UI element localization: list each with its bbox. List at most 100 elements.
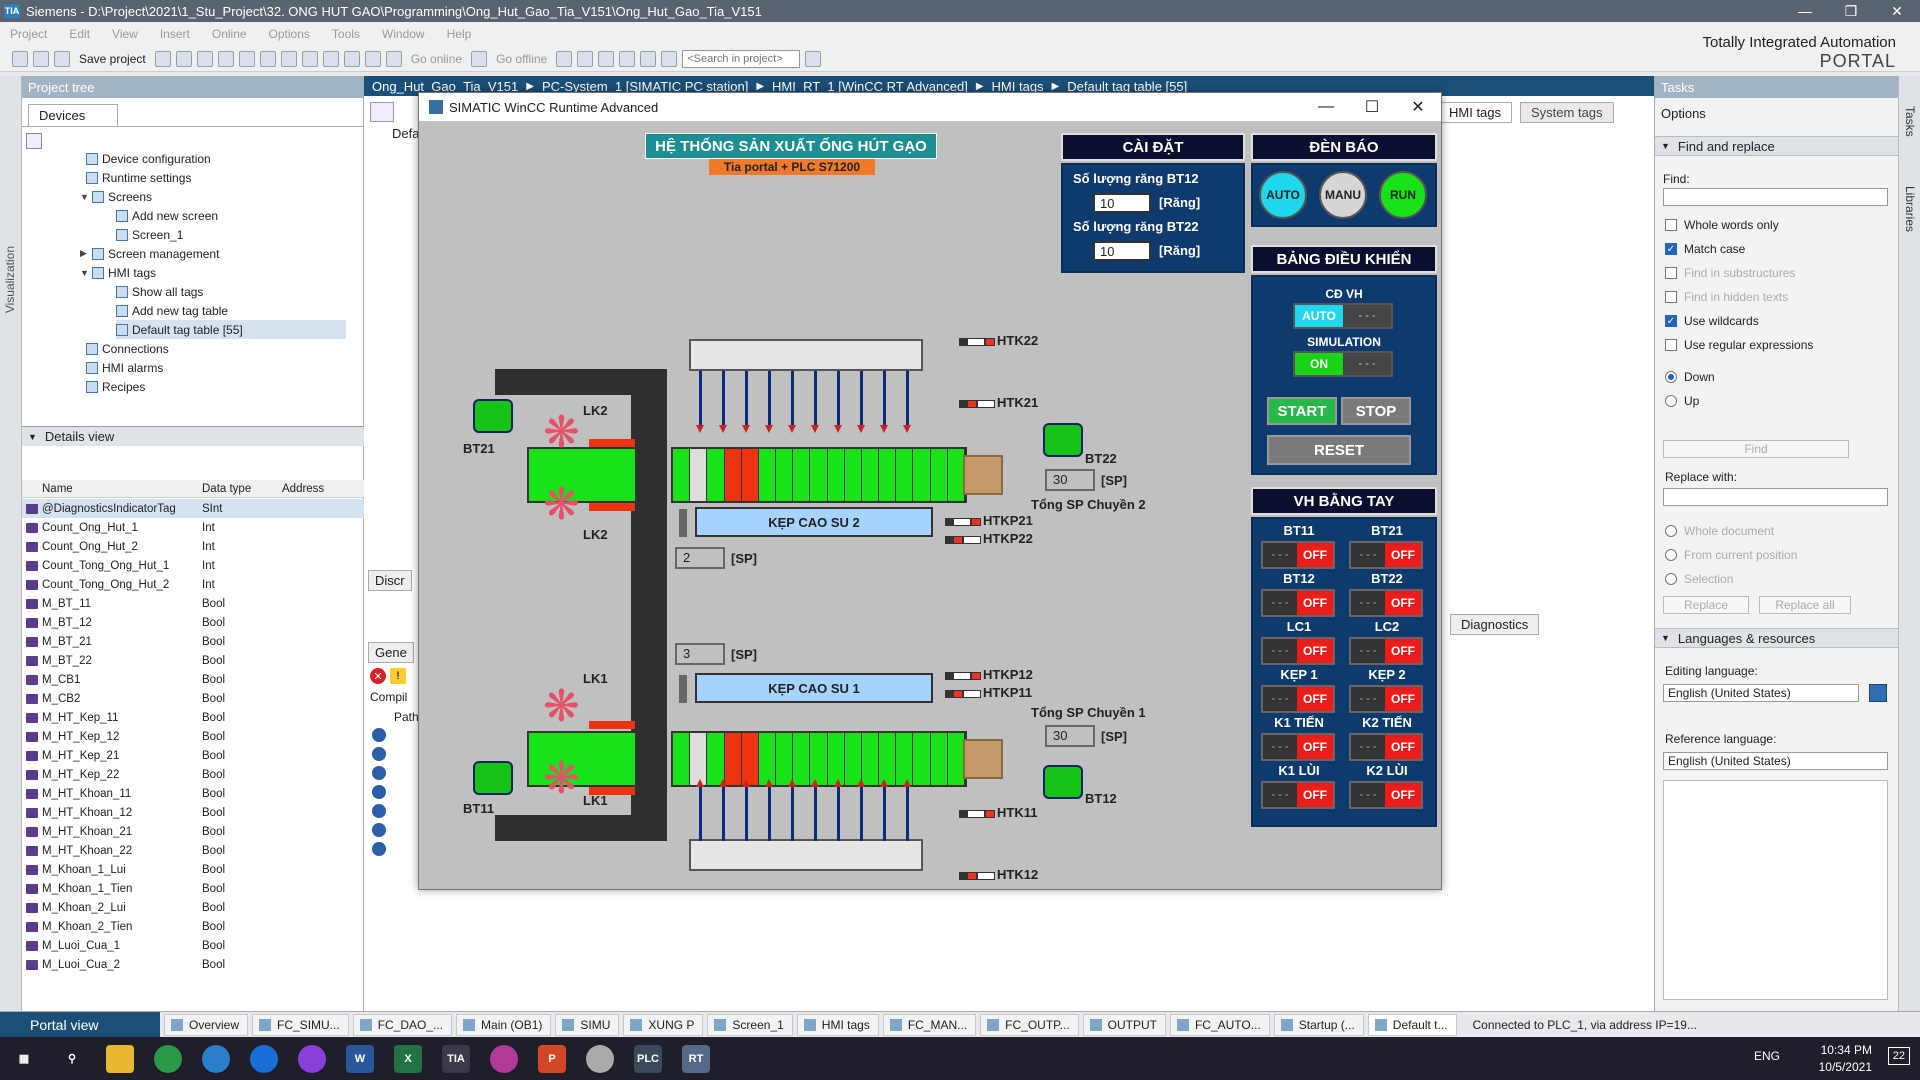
start-cpu-icon[interactable] (577, 50, 594, 67)
print-icon[interactable] (154, 50, 171, 67)
input-language[interactable]: ENG (1753, 1049, 1780, 1063)
close-window-button[interactable]: ✕ (1891, 2, 1903, 19)
tree-item-hmi-tags[interactable]: ▼HMI tags (80, 265, 157, 280)
excel-icon[interactable]: X (394, 1044, 422, 1073)
app2-icon[interactable] (586, 1044, 614, 1073)
manual-switch[interactable]: - - -OFF (1349, 637, 1423, 665)
cross-reference-icon[interactable] (619, 50, 636, 67)
editor-tab[interactable]: Overview (164, 1013, 249, 1036)
editor-tab[interactable]: FC_SIMU... (252, 1013, 349, 1036)
bt22-teeth-input[interactable]: 10 (1093, 241, 1151, 261)
radio-down[interactable] (1665, 371, 1677, 383)
manual-switch[interactable]: - - -OFF (1261, 541, 1335, 569)
tree-item-add-new-tag-table[interactable]: Add new tag table (116, 301, 228, 320)
tree-item-screen-1[interactable]: Screen_1 (116, 225, 183, 244)
checkbox-regex[interactable] (1665, 339, 1677, 351)
manual-switch[interactable]: - - -OFF (1349, 733, 1423, 761)
wincc-runtime-icon[interactable]: RT (682, 1044, 710, 1073)
chrome-icon[interactable] (154, 1044, 182, 1073)
opt-whole-words[interactable]: Whole words only (1665, 218, 1779, 232)
editor-tab[interactable]: Main (OB1) (456, 1013, 552, 1036)
upload-icon[interactable] (343, 50, 360, 67)
manual-switch[interactable]: - - -OFF (1349, 541, 1423, 569)
undo-icon[interactable] (259, 50, 276, 67)
split-vertical-icon[interactable] (661, 50, 678, 67)
tab-hmi-tags[interactable]: HMI tags (1438, 102, 1513, 123)
replace-all-button[interactable]: Replace all (1759, 596, 1851, 614)
manual-switch[interactable]: - - -OFF (1261, 685, 1335, 713)
app-icon[interactable] (490, 1044, 518, 1073)
clock[interactable]: 10:34 PM 10/5/2021 (1819, 1042, 1872, 1076)
tasks-strip-tab[interactable]: Tasks (1903, 106, 1917, 137)
tia-portal-icon[interactable]: TIA (442, 1044, 470, 1073)
tab-general[interactable]: Gene (368, 642, 414, 663)
go-offline-button[interactable]: Go offline (496, 51, 548, 66)
reset-button[interactable]: RESET (1267, 435, 1411, 465)
menu-edit[interactable]: Edit (69, 27, 91, 41)
ref-lang-select[interactable]: English (United States) (1663, 752, 1888, 770)
save-icon[interactable] (54, 50, 70, 67)
editor-tab[interactable]: Default t... (1367, 1013, 1457, 1036)
warning-icon[interactable]: ! (390, 668, 406, 684)
save-project-button[interactable]: Save project (79, 51, 146, 66)
plcsim-icon[interactable]: PLC (634, 1044, 662, 1073)
tree-item-screens[interactable]: ▼Screens (80, 189, 153, 204)
portal-view-button[interactable]: Portal view (0, 1011, 160, 1038)
runtime-maximize-button[interactable]: ☐ (1364, 99, 1380, 116)
breadcrumb-project[interactable]: Ong_Hut_Gao_Tia_V151 (372, 78, 519, 94)
file-explorer-icon[interactable] (106, 1044, 134, 1073)
browser-icon[interactable] (202, 1044, 230, 1073)
manual-switch[interactable]: - - -OFF (1349, 685, 1423, 713)
manual-switch[interactable]: - - -OFF (1261, 781, 1335, 809)
accessible-devices-icon[interactable] (556, 50, 573, 67)
tree-item-show-all-tags[interactable]: Show all tags (116, 282, 203, 301)
libraries-strip-tab[interactable]: Libraries (1903, 186, 1917, 233)
windows-start-icon[interactable]: ▦ (18, 1053, 30, 1065)
breadcrumb-default-tag-table[interactable]: Default tag table [55] (1067, 78, 1188, 94)
languages-header[interactable]: ▼Languages & resources (1655, 628, 1899, 648)
editor-toolbar-icon[interactable] (370, 102, 394, 122)
messenger-icon[interactable] (298, 1044, 326, 1073)
bt12-teeth-input[interactable]: 10 (1093, 193, 1151, 213)
menu-project[interactable]: Project (10, 27, 48, 41)
search-binoculars-icon[interactable] (805, 50, 822, 67)
editor-tab[interactable]: SIMU (555, 1013, 620, 1036)
editor-tab[interactable]: XUNG P (623, 1013, 704, 1036)
editor-tab[interactable]: FC_OUTP... (980, 1013, 1079, 1036)
menu-window[interactable]: Window (381, 27, 425, 41)
visualization-strip[interactable]: Visualization (0, 76, 22, 1011)
col-name[interactable]: Name (42, 482, 73, 495)
new-project-icon[interactable] (12, 50, 28, 67)
search-icon[interactable]: ⚲ (67, 1053, 77, 1065)
details-view-header[interactable]: ▼Details view (22, 426, 364, 446)
editor-tab[interactable]: FC_AUTO... (1169, 1013, 1270, 1036)
find-button[interactable]: Find (1663, 440, 1849, 458)
tab-system-tags[interactable]: System tags (1520, 102, 1614, 123)
powerpoint-icon[interactable]: P (538, 1044, 566, 1073)
editor-tab[interactable]: FC_DAO_... (352, 1013, 453, 1036)
expand-open-icon[interactable]: ▼ (80, 267, 89, 278)
menu-view[interactable]: View (112, 27, 138, 41)
editor-tab[interactable]: HMI tags (796, 1013, 879, 1036)
tab-devices[interactable]: Devices (28, 104, 118, 126)
zalo-icon[interactable] (250, 1044, 278, 1073)
go-online-button[interactable]: Go online (410, 51, 463, 66)
radio-up-option[interactable]: Up (1665, 394, 1699, 408)
start-button[interactable]: START (1267, 397, 1337, 425)
